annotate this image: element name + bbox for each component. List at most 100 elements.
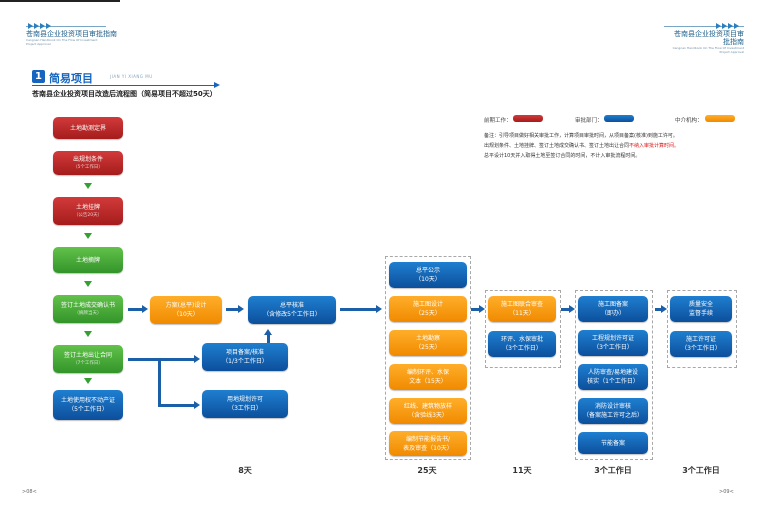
node-label-line2: （25天） — [415, 344, 441, 351]
connector — [655, 308, 661, 311]
header-right-title: 苍南县企业投资项目审批指南 — [674, 30, 744, 46]
node-energy-report: 编制节能报告书/ 表及审查（10天） — [389, 431, 467, 456]
node-construction-permit: 施工许可证 （3个工作日） — [670, 331, 732, 357]
node-label: 土地挂牌 — [75, 204, 100, 211]
node-label: 项目备案/核准 — [225, 349, 265, 356]
connector — [158, 358, 161, 406]
node-label: 施工许可证 — [685, 336, 716, 343]
node-eia-soil-text: 编制环评、水保 文本（15天） — [389, 364, 467, 390]
node-label: 工程规划许可证 — [591, 335, 634, 342]
node-label: 消防设计审核 — [594, 403, 631, 410]
node-label: 总平核准 — [279, 302, 304, 309]
right-arrow-icon — [238, 305, 244, 313]
node-land-planning-permit: 用地规划许可 （3工作日） — [202, 390, 288, 418]
node-label: 施工图设计 — [412, 301, 443, 308]
node-label-line2: （25天） — [415, 310, 441, 317]
legend-pre-work-label: 前期工作： — [484, 118, 512, 124]
node-label-line2: （含修改5个工作日） — [263, 311, 321, 318]
right-arrow-icon — [142, 305, 148, 313]
node-label: 土地使用权不动产证 — [60, 397, 115, 404]
section-underline — [32, 85, 218, 86]
up-arrow-icon — [264, 329, 272, 335]
node-land-survey: 土地勘测定界 — [53, 117, 123, 139]
legend-agency-swatch — [705, 115, 735, 122]
down-arrow-icon — [84, 281, 92, 287]
connector — [128, 308, 142, 311]
node-civil-defense-review: 人防审查/易地建设 核实（1个工作日） — [578, 364, 648, 390]
connector — [340, 308, 376, 311]
node-drawing-filing: 施工图备案 （即办） — [578, 296, 648, 322]
node-label-line2: 核实（1个工作日） — [587, 378, 639, 385]
node-label-line2: 文本（15天） — [409, 378, 447, 385]
legend-pre-work-swatch — [513, 115, 543, 122]
chevron-icon — [40, 23, 45, 29]
node-label: 编制环评、水保 — [406, 369, 449, 376]
node-land-investigation: 土地勘察 （25天） — [389, 330, 467, 356]
node-label-line2: （3个工作日） — [502, 345, 542, 352]
node-label-line2: 表及审查（10天） — [403, 444, 453, 452]
node-label: 红线、建筑物放样 — [403, 403, 452, 410]
node-construction-drawing-design: 施工图设计 （25天） — [389, 296, 467, 322]
right-arrow-icon — [376, 305, 382, 313]
node-label: 用地规划许可 — [226, 396, 263, 403]
node-transfer-contract: 签订土地出让合同 （7个工作日） — [53, 345, 123, 373]
node-label-line2: （3个工作日） — [681, 345, 721, 352]
node-label-line2: （10天） — [173, 311, 199, 318]
note-line-2a: 出规划条件、土地挂牌、签订土地成交确认书、签订土地出让合同 — [484, 143, 630, 149]
group-box-permits — [575, 290, 653, 460]
node-label-line2: （3个工作日） — [593, 344, 633, 351]
node-confirm-book: 签订土地成交确认书 （摘牌当天） — [53, 295, 123, 323]
duration-col4: 11天 — [512, 466, 532, 475]
note-line-2b-highlight: 不纳入审批计算时间。 — [629, 143, 680, 149]
node-fire-design-review: 消防设计审核 （备案施工许可之后） — [578, 398, 648, 424]
node-label-line2: （3工作日） — [228, 405, 262, 412]
node-sublabel: （5个工作日） — [73, 165, 103, 170]
down-arrow-icon — [84, 233, 92, 239]
node-land-auction: 土地摘牌 — [53, 247, 123, 273]
note-block: 备注：引导项目做好相关审批工作，计算项目审批时间，从项目备案(核准)到施工许可。… — [484, 131, 739, 161]
node-eia-approval: 环评、水保审批 （3个工作日） — [488, 331, 556, 357]
down-arrow-icon — [84, 331, 92, 337]
note-line-1: 备注：引导项目做好相关审批工作，计算项目审批时间，从项目备案(核准)到施工许可。 — [484, 133, 678, 139]
header-left: 苍南县企业投资项目审批指南 Cangnan Handbook On The Fl… — [26, 30, 117, 46]
chevron-icon — [34, 23, 39, 29]
flowchart-subtitle: 苍南县企业投资项目改造后流程图（简易项目不超过50天） — [32, 90, 217, 98]
header-left-title: 苍南县企业投资项目审批指南 — [26, 30, 117, 38]
node-land-certificate: 土地使用权不动产证 （5个工作日） — [53, 390, 123, 420]
node-red-line-layout: 红线、建筑物放样 （含验线3天） — [389, 398, 467, 424]
node-project-record: 项目备案/核准 （1/3个工作日） — [202, 343, 288, 371]
down-arrow-icon — [84, 183, 92, 189]
header-left-sub1: Cangnan Handbook On The Flow Of Investme… — [26, 38, 98, 42]
node-land-listing: 土地挂牌 （公告20天） — [53, 197, 123, 225]
node-scheme-design: 方案(总平)设计 （10天） — [150, 296, 222, 324]
node-joint-review: 施工图联合审查 （11天） — [488, 296, 556, 322]
node-label: 施工图联合审查 — [500, 301, 543, 308]
node-label: 施工图备案 — [597, 301, 628, 308]
node-label: 方案(总平)设计 — [165, 302, 207, 309]
node-label-line2: 监督手续 — [688, 310, 713, 317]
group-box-design — [385, 256, 471, 460]
page-number-right-value: 09 — [723, 489, 730, 495]
section-number: 1 — [32, 70, 45, 83]
group-box-review — [485, 290, 561, 368]
header-right-sub2: Project Approval — [719, 50, 744, 54]
node-label: 出规划条件 — [72, 156, 103, 163]
right-arrow-icon — [194, 355, 200, 363]
chevron-icon — [722, 23, 727, 29]
node-energy-filing: 节能备案 — [578, 432, 648, 454]
header-line-right — [664, 26, 744, 27]
node-label: 编制节能报告书/ — [405, 435, 451, 443]
node-planning-conditions: 出规划条件 （5个工作日） — [53, 151, 123, 175]
node-label: 总平公示 — [415, 267, 440, 274]
node-sublabel: （摘牌当天） — [74, 311, 102, 316]
page-number-right: >09< — [719, 489, 734, 495]
connector — [158, 404, 194, 407]
header-right: 苍南县企业投资项目审批指南 Cangnan Handbook On The Fl… — [668, 30, 744, 54]
top-edge-bar — [0, 0, 120, 2]
node-label: 环评、水保审批 — [500, 336, 543, 343]
node-label-line2: （10天） — [415, 276, 441, 283]
chevron-icon — [28, 23, 33, 29]
node-sublabel: （7个工作日） — [73, 361, 103, 366]
duration-col5: 3个工作日 — [594, 466, 632, 475]
node-label-line2: （5个工作日） — [68, 406, 108, 413]
